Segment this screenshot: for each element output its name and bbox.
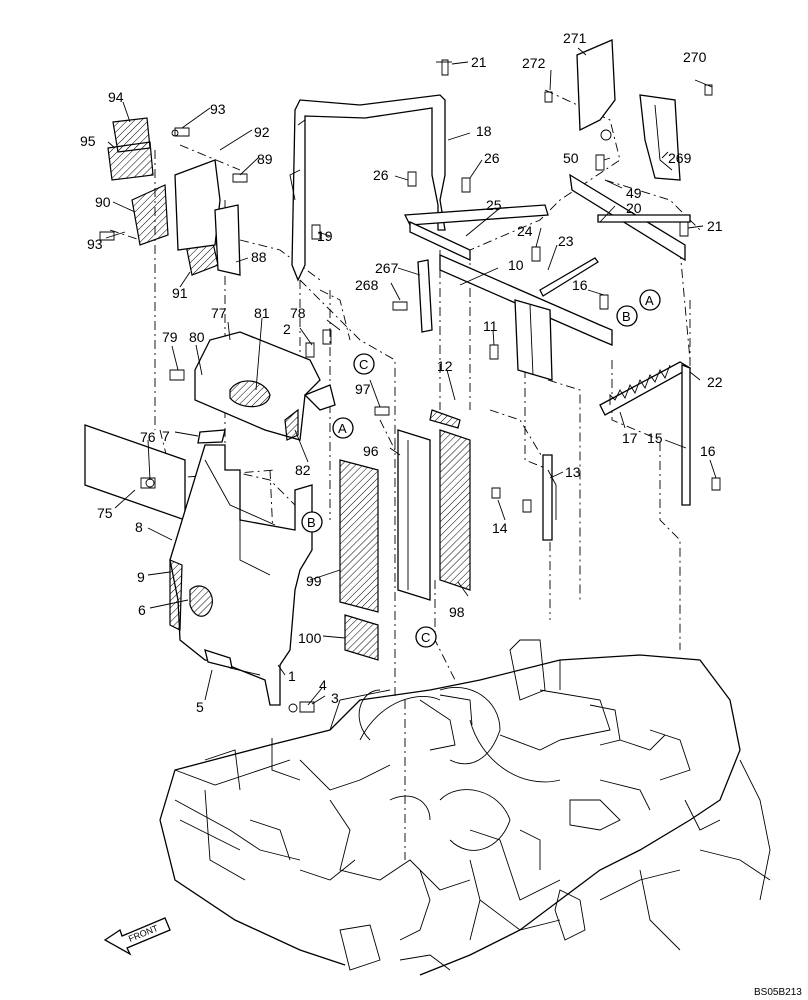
- callout-75: 75: [97, 505, 113, 521]
- svg-text:C: C: [359, 357, 368, 372]
- callout-20: 20: [626, 200, 642, 216]
- part-77-cover[interactable]: [194, 331, 336, 441]
- callout-90: 90: [95, 194, 111, 210]
- callout-97: 97: [355, 381, 371, 397]
- callout-91: 91: [172, 285, 188, 301]
- callout-76: 76: [140, 429, 156, 445]
- part-269-bracket[interactable]: [639, 94, 681, 181]
- callout-13: 13: [565, 464, 581, 480]
- callout-10: 10: [508, 257, 524, 273]
- callout-270: 270: [683, 49, 707, 65]
- part-20-crossmember[interactable]: [569, 173, 691, 262]
- callout-17: 17: [622, 430, 638, 446]
- svg-text:B: B: [622, 309, 631, 324]
- callout-4: 4: [319, 677, 327, 693]
- callout-labels: 21 271 272 270 269 18 26 26 25 20 21 50 …: [80, 30, 802, 998]
- drawing-code: BS05B213: [754, 987, 802, 998]
- callout-24: 24: [517, 223, 533, 239]
- part-10-crossmember[interactable]: [403, 204, 613, 381]
- callout-100: 100: [298, 630, 322, 646]
- callout-88: 88: [251, 249, 267, 265]
- svg-text:B: B: [307, 515, 316, 530]
- callout-95: 95: [80, 133, 96, 149]
- ref-b-marker: B: [301, 511, 323, 533]
- callout-11: 11: [483, 318, 498, 334]
- callout-9: 9: [137, 569, 145, 585]
- callout-93: 93: [87, 236, 103, 252]
- ref-a-marker: A: [639, 289, 661, 311]
- part-88-bracket[interactable]: [214, 204, 241, 276]
- callout-25: 25: [486, 197, 502, 213]
- front-direction-arrow: FRONT: [103, 917, 171, 956]
- callout-23: 23: [558, 233, 574, 249]
- callout-269: 269: [668, 150, 692, 166]
- callout-80: 80: [189, 329, 205, 345]
- callout-89: 89: [257, 151, 273, 167]
- callout-19: 19: [317, 228, 333, 244]
- callout-6: 6: [138, 602, 146, 618]
- callout-50: 50: [563, 150, 579, 166]
- upper-frame-base: [159, 639, 771, 976]
- part-92-bracket[interactable]: [174, 159, 221, 251]
- callout-18: 18: [476, 123, 492, 139]
- svg-text:C: C: [421, 630, 430, 645]
- callout-82: 82: [295, 462, 311, 478]
- callout-21: 21: [471, 54, 487, 70]
- svg-text:A: A: [645, 293, 654, 308]
- part-267-bracket[interactable]: [417, 259, 433, 333]
- callout-49: 49: [626, 185, 642, 201]
- ref-a-marker: A: [332, 417, 354, 439]
- part-99-screen[interactable]: [339, 459, 379, 613]
- part-96-shroud[interactable]: [397, 429, 431, 601]
- callout-1: 1: [288, 668, 296, 684]
- callout-272: 272: [522, 55, 546, 71]
- callout-26: 26: [373, 167, 389, 183]
- callout-16: 16: [572, 277, 588, 293]
- svg-text:A: A: [338, 421, 347, 436]
- part-15-post[interactable]: [681, 364, 691, 506]
- callout-78: 78: [290, 305, 306, 321]
- callout-22: 22: [707, 374, 723, 390]
- callout-94: 94: [108, 89, 124, 105]
- part-23-bar[interactable]: [539, 257, 599, 297]
- callout-7: 7: [162, 428, 170, 444]
- callout-3: 3: [331, 690, 339, 706]
- callout-2: 2: [283, 321, 291, 337]
- callout-93: 93: [210, 101, 226, 117]
- callout-5: 5: [196, 699, 204, 715]
- part-271-plate[interactable]: [576, 39, 616, 132]
- part-100-block[interactable]: [344, 614, 379, 661]
- callout-15: 15: [647, 430, 663, 446]
- callout-268: 268: [355, 277, 379, 293]
- callout-98: 98: [449, 604, 465, 620]
- callout-8: 8: [135, 519, 143, 535]
- part-13-bracket[interactable]: [542, 454, 553, 541]
- part-12-seal[interactable]: [429, 409, 461, 429]
- part-8-door-panel[interactable]: [169, 444, 313, 706]
- part-90-pad[interactable]: [131, 184, 169, 246]
- callout-26: 26: [484, 150, 500, 166]
- callout-92: 92: [254, 124, 270, 140]
- reference-markers: A B C A B C: [301, 289, 661, 648]
- ref-c-marker: C: [353, 353, 375, 375]
- callout-99: 99: [306, 573, 322, 589]
- callout-21: 21: [707, 218, 723, 234]
- callout-16: 16: [700, 443, 716, 459]
- part-95-pad[interactable]: [107, 141, 154, 181]
- callout-96: 96: [363, 443, 379, 459]
- part-98-screen[interactable]: [439, 429, 471, 591]
- callout-79: 79: [162, 329, 178, 345]
- callout-81: 81: [254, 305, 270, 321]
- callout-77: 77: [211, 305, 227, 321]
- callout-12: 12: [437, 358, 453, 374]
- ref-c-marker: C: [415, 626, 437, 648]
- callout-271: 271: [563, 30, 587, 46]
- callout-leaders: [105, 47, 717, 706]
- callout-14: 14: [492, 520, 508, 536]
- part-18-frame[interactable]: [289, 94, 446, 282]
- ref-b-marker: B: [616, 305, 638, 327]
- callout-267: 267: [375, 260, 399, 276]
